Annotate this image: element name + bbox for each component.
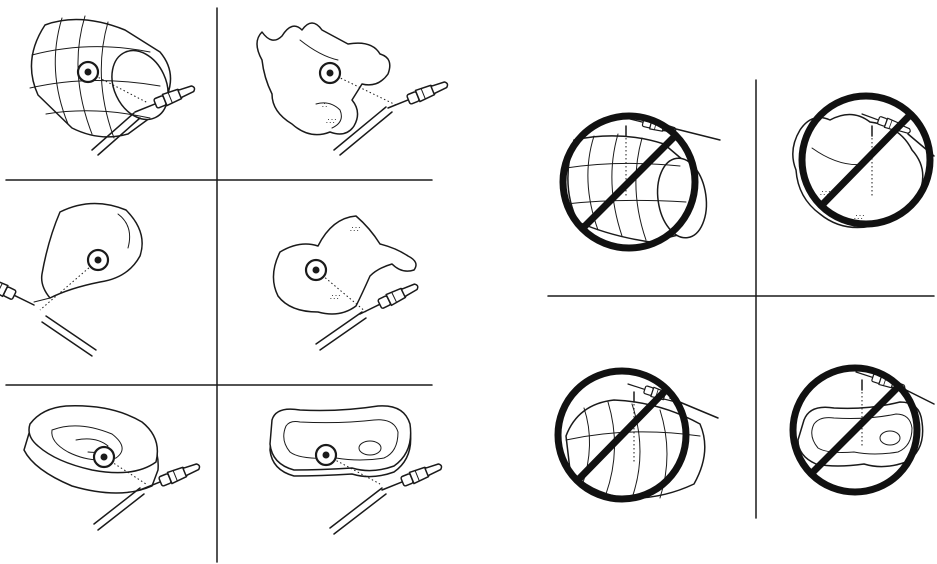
leg-quarter-icon: ∴∵ ∴∵ xyxy=(273,216,420,350)
thin-steak-icon xyxy=(270,406,444,534)
thick-steak-icon xyxy=(24,406,202,530)
texture-marks: ∴∵ xyxy=(330,293,340,302)
prohibited-steak xyxy=(793,367,934,492)
prohibited-slab xyxy=(558,371,718,499)
texture-marks: ∴∵ xyxy=(326,117,336,126)
incorrect-placements: ∴∵ ∴∵ xyxy=(548,80,934,518)
prohibited-poultry: ∴∵ ∴∵ xyxy=(793,96,934,228)
texture-marks: ∴ xyxy=(322,101,327,110)
correct-placements: ∴ ∴∵ ∴∵ ∴∵ xyxy=(0,8,450,562)
prohibited-roast xyxy=(563,113,720,248)
poultry-icon: ∴ ∴∵ xyxy=(257,23,450,155)
roast-icon xyxy=(30,16,197,155)
ham-icon xyxy=(0,203,142,356)
texture-marks: ∴∵ xyxy=(350,225,360,234)
